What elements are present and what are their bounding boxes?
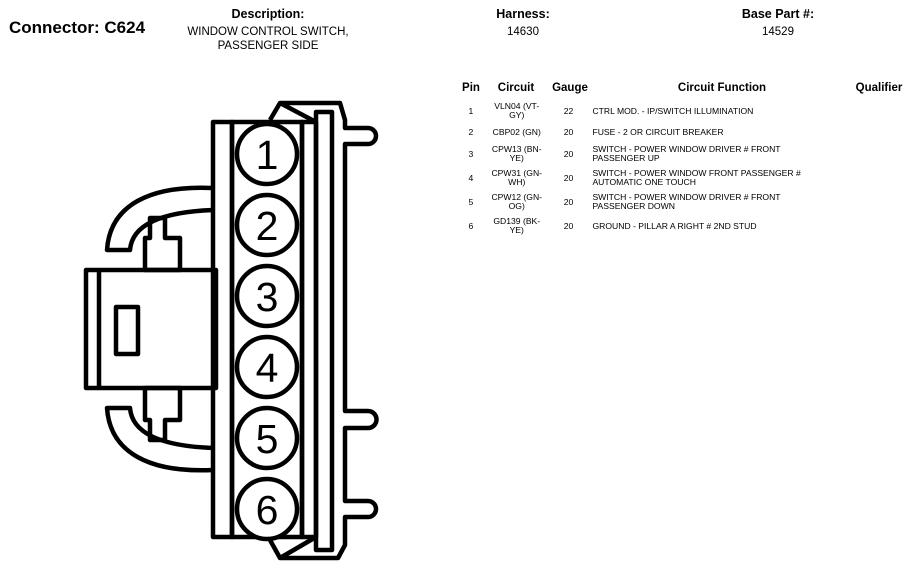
pin-circle xyxy=(234,334,300,400)
pin-number-label: 5 xyxy=(256,416,279,462)
gauge-cell: 22 xyxy=(563,105,574,116)
pin-circle xyxy=(234,405,300,471)
gauge-cell: 20 xyxy=(563,127,574,137)
pin-cell: 1 xyxy=(468,105,474,116)
circuit-line: CPW13 (BN- xyxy=(491,144,542,154)
base-part-value: 14529 xyxy=(762,26,794,38)
function-cell: SWITCH - POWER WINDOW FRONT PASSENGER #A… xyxy=(590,166,853,190)
function-line: FUSE - 2 OR CIRCUIT BREAKER xyxy=(592,127,724,137)
function-cell: GROUND - PILLAR A RIGHT # 2ND STUD xyxy=(590,214,853,238)
circuit-cell: VLN04 (VT-GY) xyxy=(487,99,547,123)
function-line: SWITCH - POWER WINDOW FRONT PASSENGER # xyxy=(592,168,801,178)
pin-table: 1 VLN04 (VT-GY) 22 CTRL MOD. - IP/SWITCH… xyxy=(455,99,910,238)
circuit-cell: GD139 (BK-YE) xyxy=(487,214,547,238)
pin-number-label: 3 xyxy=(256,274,279,320)
function-line: CTRL MOD. - IP/SWITCH ILLUMINATION xyxy=(592,105,754,116)
circuit-cell: CPW31 (GN-WH) xyxy=(487,166,547,190)
table-row: 5 CPW12 (GN-OG) 20 SWITCH - POWER WINDOW… xyxy=(455,190,910,214)
latch-tooth-upper xyxy=(142,215,183,273)
description-line: PASSENGER SIDE xyxy=(217,40,319,52)
circuit-line: GY) xyxy=(509,110,525,120)
function-cell: CTRL MOD. - IP/SWITCH ILLUMINATION xyxy=(590,99,853,123)
connector-latch-outer xyxy=(83,267,219,391)
column-header-pin: Pin xyxy=(462,82,480,94)
table-row: 2 CBP02 (GN) 20 FUSE - 2 OR CIRCUIT BREA… xyxy=(455,123,910,142)
description-value: WINDOW CONTROL SWITCH, PASSENGER SIDE xyxy=(168,25,368,53)
pin-cell: 6 xyxy=(468,220,474,231)
circuit-cell: CPW13 (BN-YE) xyxy=(487,142,547,166)
pin-circle xyxy=(234,476,300,542)
function-line: SWITCH - POWER WINDOW DRIVER # FRONT xyxy=(592,144,781,154)
circuit-line: CPW31 (GN- xyxy=(491,168,543,178)
function-line: PASSENGER DOWN xyxy=(592,201,675,211)
pin-circle xyxy=(234,192,300,258)
column-header-circuit-function: Circuit Function xyxy=(677,82,767,94)
latch-arm-upper xyxy=(104,185,214,253)
base-part-label: Base Part #: xyxy=(741,7,815,21)
column-header-gauge: Gauge xyxy=(552,82,588,94)
circuit-line: CBP02 (GN) xyxy=(492,127,541,137)
pin-number-label: 1 xyxy=(256,132,279,178)
gauge-cell: 20 xyxy=(563,220,574,231)
function-line: SWITCH - POWER WINDOW DRIVER # FRONT xyxy=(592,192,781,202)
connector-latch-key xyxy=(113,304,141,357)
harness-label: Harness: xyxy=(496,7,550,21)
gauge-cell: 20 xyxy=(563,196,574,207)
table-row: 3 CPW13 (BN-YE) 20 SWITCH - POWER WINDOW… xyxy=(455,142,910,166)
latch-arm-lower xyxy=(104,405,214,473)
pin-circle xyxy=(234,121,300,187)
harness-value: 14630 xyxy=(507,26,539,38)
circuit-line: OG) xyxy=(508,201,525,211)
column-header-qualifier: Qualifier xyxy=(855,82,903,94)
gauge-cell: 20 xyxy=(563,172,574,183)
pin-cell: 3 xyxy=(468,148,474,159)
pin-cell: 4 xyxy=(468,172,474,183)
pin-number-label: 4 xyxy=(256,345,279,391)
pin-cavities: 1 2 3 4 5 6 xyxy=(234,121,300,542)
table-row: 6 GD139 (BK-YE) 20 GROUND - PILLAR A RIG… xyxy=(455,214,910,238)
gauge-cell: 20 xyxy=(563,148,574,159)
circuit-line: YE) xyxy=(509,225,524,235)
function-line: GROUND - PILLAR A RIGHT # 2ND STUD xyxy=(592,220,757,231)
pin-cell: 5 xyxy=(468,196,474,207)
circuit-cell: CBP02 (GN) xyxy=(487,123,547,142)
table-row: 1 VLN04 (VT-GY) 22 CTRL MOD. - IP/SWITCH… xyxy=(455,99,910,123)
function-line: PASSENGER UP xyxy=(592,153,660,163)
circuit-line: WH) xyxy=(508,177,526,187)
housing-right-wall xyxy=(313,109,335,553)
pin-number-label: 2 xyxy=(256,203,279,249)
column-header-circuit: Circuit xyxy=(497,82,535,94)
function-line: AUTOMATIC ONE TOUCH xyxy=(592,177,696,187)
connector-title: Connector: C624 xyxy=(9,18,146,37)
pin-number-label: 6 xyxy=(256,487,279,533)
pin-circle xyxy=(234,263,300,329)
housing-flange xyxy=(268,100,379,561)
latch-tooth-lower xyxy=(142,385,183,443)
function-cell: FUSE - 2 OR CIRCUIT BREAKER xyxy=(590,123,853,142)
circuit-line: CPW12 (GN- xyxy=(491,192,543,202)
circuit-cell: CPW12 (GN-OG) xyxy=(487,190,547,214)
description-line: WINDOW CONTROL SWITCH, xyxy=(187,26,349,38)
description-label: Description: xyxy=(231,7,305,21)
flange-bevel-top xyxy=(278,101,318,124)
circuit-line: VLN04 (VT- xyxy=(494,101,540,111)
flange-bevel-bottom xyxy=(278,535,318,560)
circuit-line: YE) xyxy=(509,153,524,163)
table-row: 4 CPW31 (GN-WH) 20 SWITCH - POWER WINDOW… xyxy=(455,166,910,190)
circuit-line: GD139 (BK- xyxy=(493,216,541,226)
pin-cell: 2 xyxy=(468,127,474,137)
